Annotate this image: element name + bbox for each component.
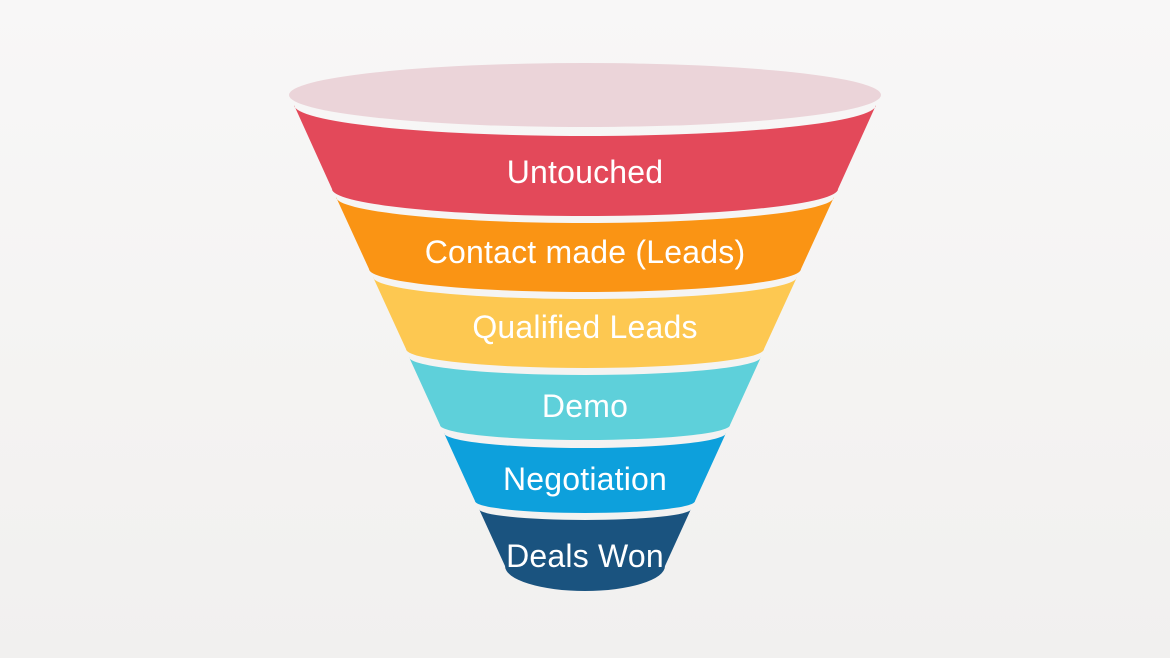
funnel-stage-contact-made: [336, 197, 834, 292]
funnel-stage-demo-label: Demo: [542, 388, 628, 424]
funnel-stage-demo: [409, 357, 761, 440]
funnel-stage-negotiation-label: Negotiation: [503, 461, 667, 497]
funnel-stage-deals-won-label: Deals Won: [506, 538, 664, 574]
funnel-stage-deals-won: [479, 509, 691, 591]
funnel-stage-qualified-leads-label: Qualified Leads: [472, 309, 697, 345]
funnel-stage-qualified-leads: [373, 277, 797, 368]
funnel-top-opening: [289, 63, 881, 127]
funnel-stage-negotiation: [444, 433, 726, 513]
funnel-stage-untouched: [294, 105, 876, 216]
funnel-stage-contact-made-label: Contact made (Leads): [425, 234, 746, 270]
funnel-stage-untouched-label: Untouched: [507, 154, 664, 190]
